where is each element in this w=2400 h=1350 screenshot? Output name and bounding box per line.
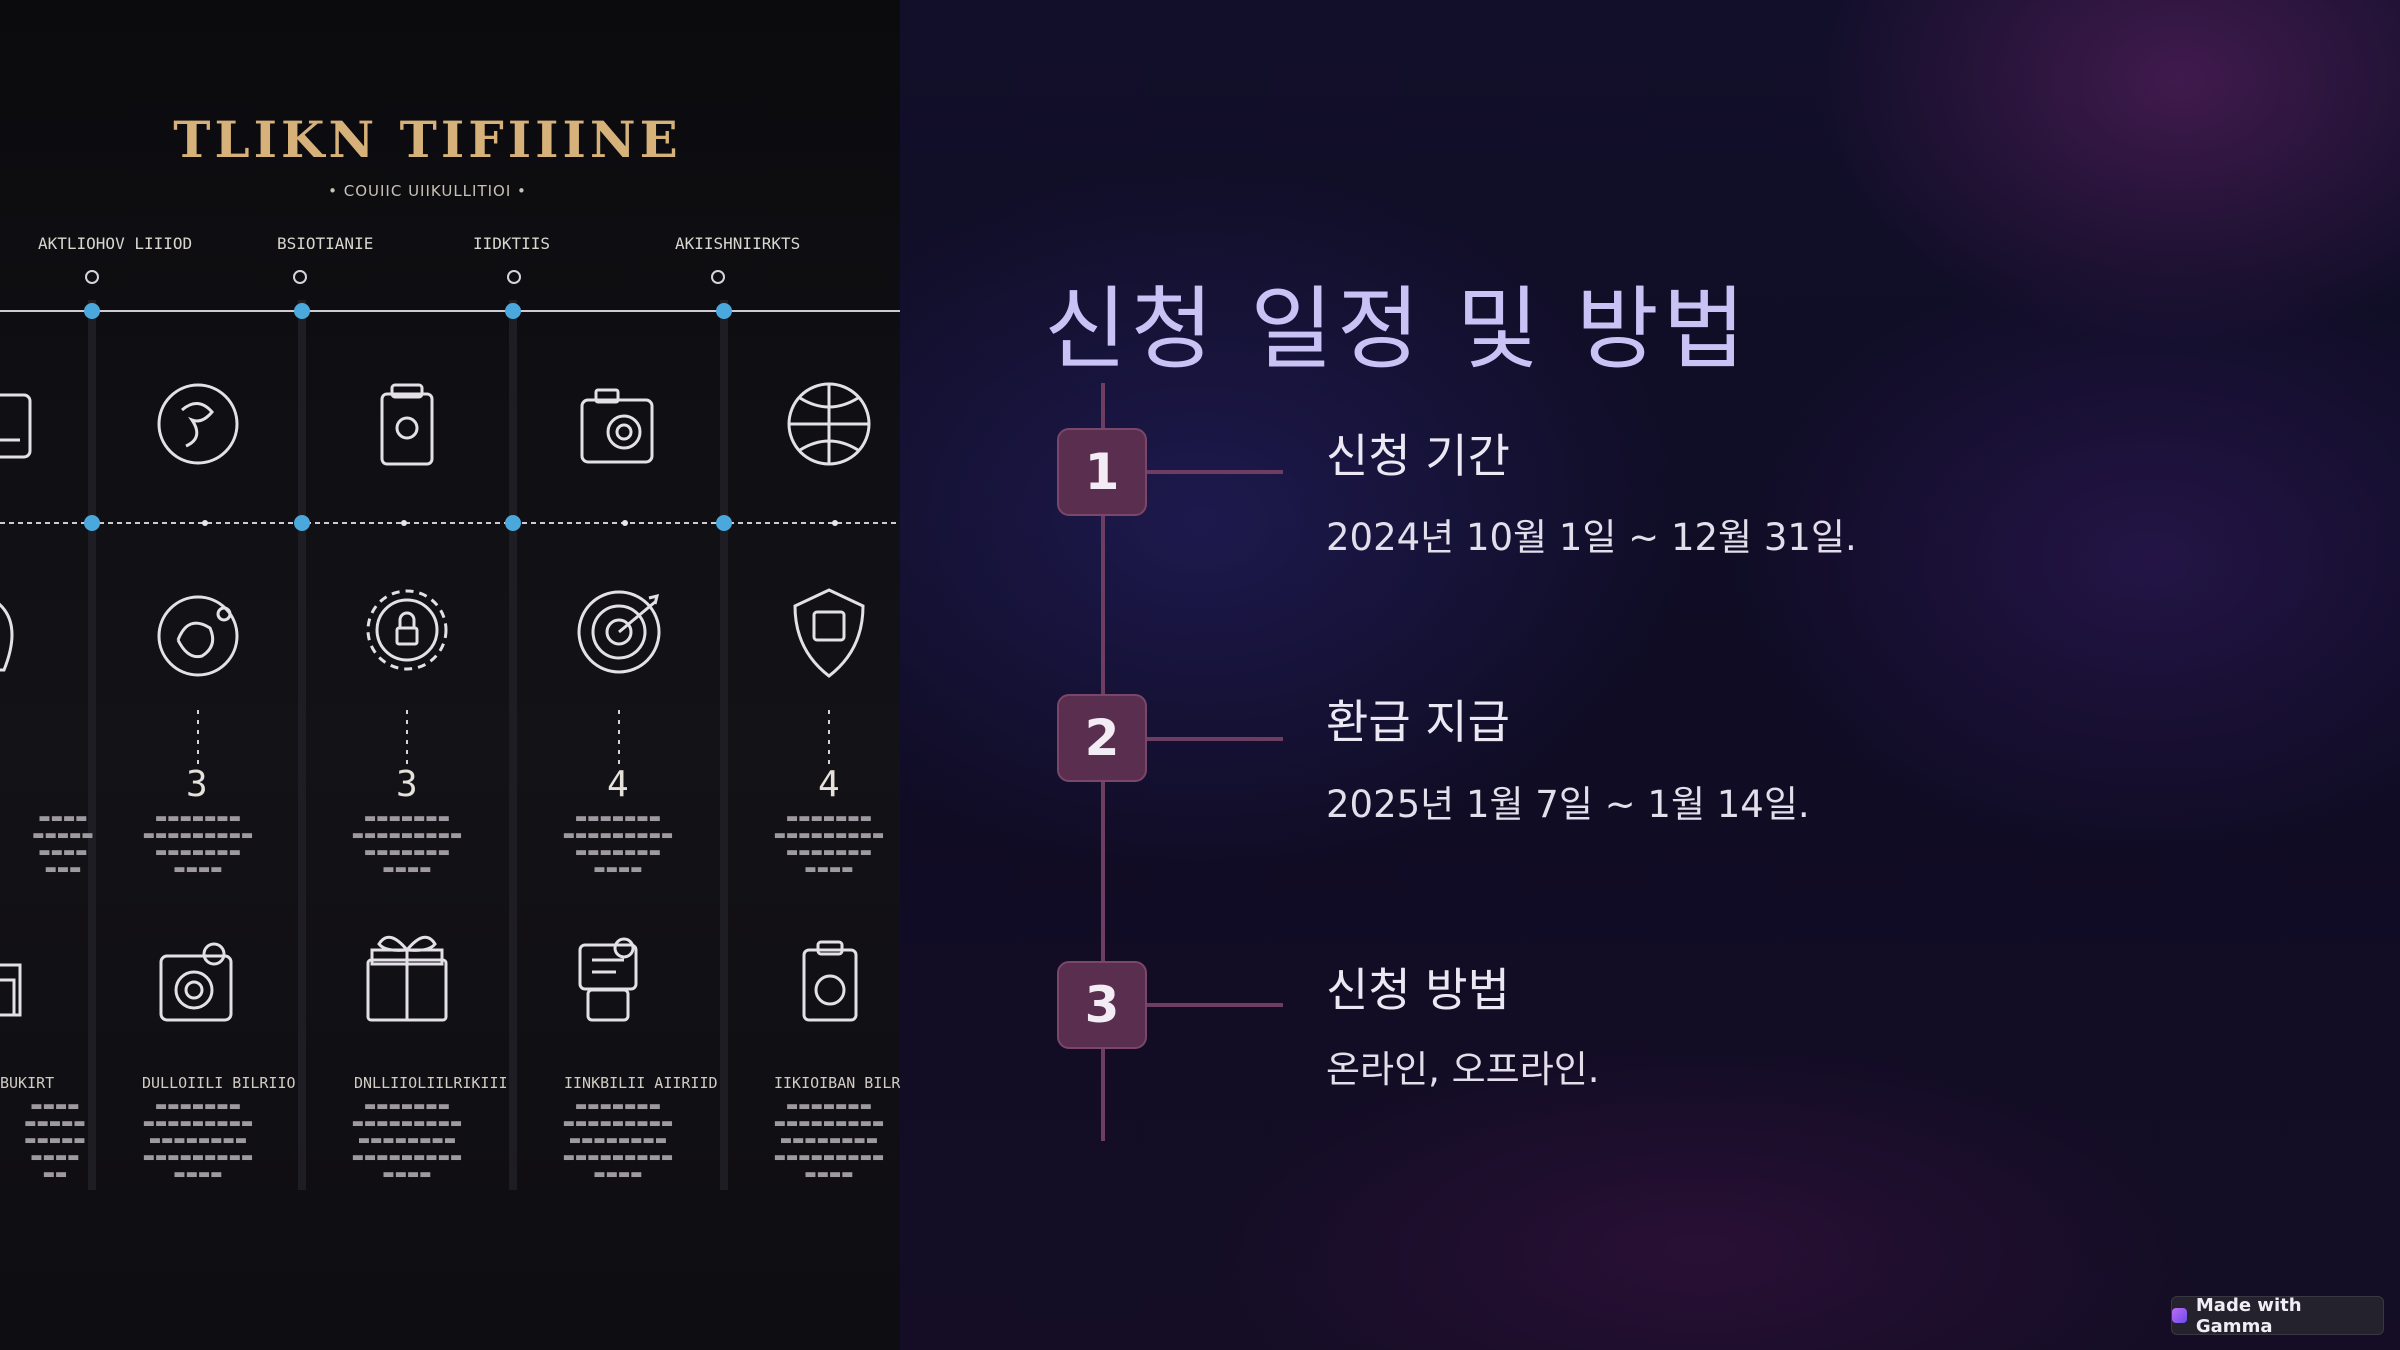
step-title: 환급 지급 [1326,695,1510,749]
infographic-column-label: AKIISHNIIRKTS [675,234,801,253]
piggy-bank-icon [0,602,14,672]
step-description: 2025년 1월 7일 ~ 1월 14일. [1326,783,1810,826]
piggy-bank-icon [0,393,32,459]
infographic-graphics [0,270,900,1190]
step-connector [1147,1003,1283,1007]
infographic-caption-placeholder: ▬▬▬▬▬▬▬▬▬▬▬▬▬▬▬▬▬▬▬▬▬▬▬▬▬▬▬ [142,811,254,877]
infographic-caption-placeholder: ▬▬▬▬▬▬▬▬▬▬▬▬▬▬▬▬▬▬▬▬▬▬▬▬▬▬▬ [773,811,885,877]
shopping-bag-icon [380,383,434,466]
infographic-number: 4 [607,764,629,805]
infographic-caption-placeholder: ▬▬▬▬▬▬▬▬▬▬▬▬▬▬▬▬▬▬▬▬▬▬▬▬▬▬▬▬▬▬▬▬▬▬▬▬▬ [351,1099,463,1182]
camera-icon [580,388,654,464]
step-connector [1147,737,1283,741]
step-connector [1147,470,1283,474]
infographic-caption-placeholder: ▬▬▬▬▬▬▬▬▬▬▬▬▬▬▬▬ [32,811,94,877]
infographic-column-label: BSIOTIANIE [277,234,374,253]
shield-badge-icon [793,588,865,678]
step-title: 신청 방법 [1326,963,1510,1017]
infographic-heading: DNLLIIOLIILRIKIII [354,1074,508,1092]
infographic-caption-placeholder: ▬▬▬▬▬▬▬▬▬▬▬▬▬▬▬▬▬▬▬▬ [24,1099,86,1182]
step-description: 온라인, 오프라인. [1326,1048,1600,1091]
made-with-gamma-badge[interactable]: Made with Gamma [2171,1294,2384,1337]
infographic-caption-placeholder: ▬▬▬▬▬▬▬▬▬▬▬▬▬▬▬▬▬▬▬▬▬▬▬▬▬▬▬ [562,811,674,877]
badge-label: Made with Gamma [2195,1294,2302,1337]
travel-kit-icon [578,937,638,1022]
infographic-caption-placeholder: ▬▬▬▬▬▬▬▬▬▬▬▬▬▬▬▬▬▬▬▬▬▬▬▬▬▬▬▬▬▬▬▬▬▬▬▬▬ [142,1099,254,1182]
step-number-badge: 1 [1057,428,1147,516]
dragon-coin-icon [157,383,239,465]
infographic-subtitle: • COUIIC UIIKULLITIOI • [328,182,527,200]
infographic-heading: IINKBILII AIIRIID [564,1074,718,1092]
infographic-number: 3 [396,764,418,805]
clipboard-icon [802,940,858,1022]
infographic-number: 4 [818,764,840,805]
infographic-column-label: IIDKTIIS [473,234,551,253]
infographic-column-label: AKTLIOHOV LIIIOD [38,234,193,253]
infographic-caption-placeholder: ▬▬▬▬▬▬▬▬▬▬▬▬▬▬▬▬▬▬▬▬▬▬▬▬▬▬▬ [351,811,463,877]
photo-camera-icon [159,942,233,1022]
gift-box-icon [366,935,448,1022]
infographic-number: 3 [186,764,208,805]
infographic-heading: BUKIRT [0,1074,55,1092]
gear-lock-icon [366,589,448,671]
infographic-heading: DULLOIILI BILRIIO [142,1074,296,1092]
globe-icon [787,382,871,466]
target-icon [577,590,661,674]
infographic-title: TLIKN TIFIIINE [173,110,682,169]
page-title: 신청 일정 및 방법 [1044,277,1750,383]
piggy-bank-icon [0,963,22,1017]
step-number-badge: 2 [1057,694,1147,782]
infographic-heading: IIKIOIBAN BILRIIT [774,1074,900,1092]
gamma-logo-icon [2172,1308,2187,1323]
piggy-bank-icon [157,595,239,677]
infographic-caption-placeholder: ▬▬▬▬▬▬▬▬▬▬▬▬▬▬▬▬▬▬▬▬▬▬▬▬▬▬▬▬▬▬▬▬▬▬▬▬▬ [562,1099,674,1182]
step-description: 2024년 10월 1일 ~ 12월 31일. [1326,516,1857,559]
step-number-badge: 3 [1057,961,1147,1049]
infographic-caption-placeholder: ▬▬▬▬▬▬▬▬▬▬▬▬▬▬▬▬▬▬▬▬▬▬▬▬▬▬▬▬▬▬▬▬▬▬▬▬▬ [773,1099,885,1182]
timeline-infographic-image: TLIKN TIFIIINE • COUIIC UIIKULLITIOI • A… [0,0,900,1350]
step-title: 신청 기간 [1326,429,1510,483]
